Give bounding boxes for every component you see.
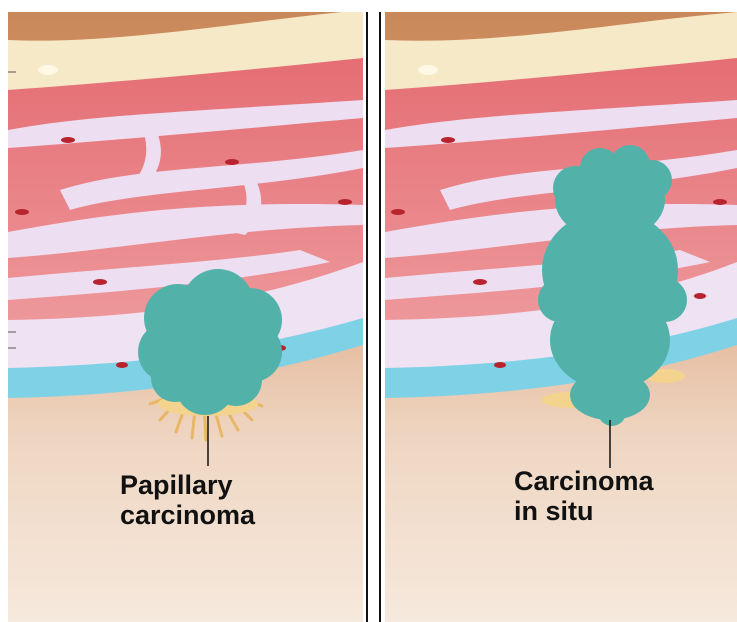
right-blood-vessel (441, 137, 455, 143)
right-outer-fat-cell (418, 65, 438, 75)
left-panel: Papillary carcinoma (8, 10, 363, 622)
papillary-carcinoma-label: Papillary carcinoma (120, 470, 256, 530)
right-blood-vessel (473, 279, 487, 285)
left-blood-vessel (338, 199, 352, 205)
right-blood-vessel (713, 199, 727, 205)
left-blood-vessel (225, 159, 239, 165)
right-blood-vessel (494, 362, 506, 368)
right-blood-vessel (391, 209, 405, 215)
label-line: Papillary (120, 470, 233, 500)
left-blood-vessel (93, 279, 107, 285)
label-line: in situ (514, 496, 594, 526)
label-line: carcinoma (120, 500, 256, 530)
panel-divider (367, 12, 380, 622)
left-outer-fat-cell (38, 65, 58, 75)
label-line: Carcinoma (514, 466, 655, 496)
right-panel: Carcinoma in situ (385, 12, 737, 622)
left-blood-vessel (15, 209, 29, 215)
left-blood-vessel (61, 137, 75, 143)
right-blood-vessel (694, 293, 706, 299)
left-blood-vessel (116, 362, 128, 368)
